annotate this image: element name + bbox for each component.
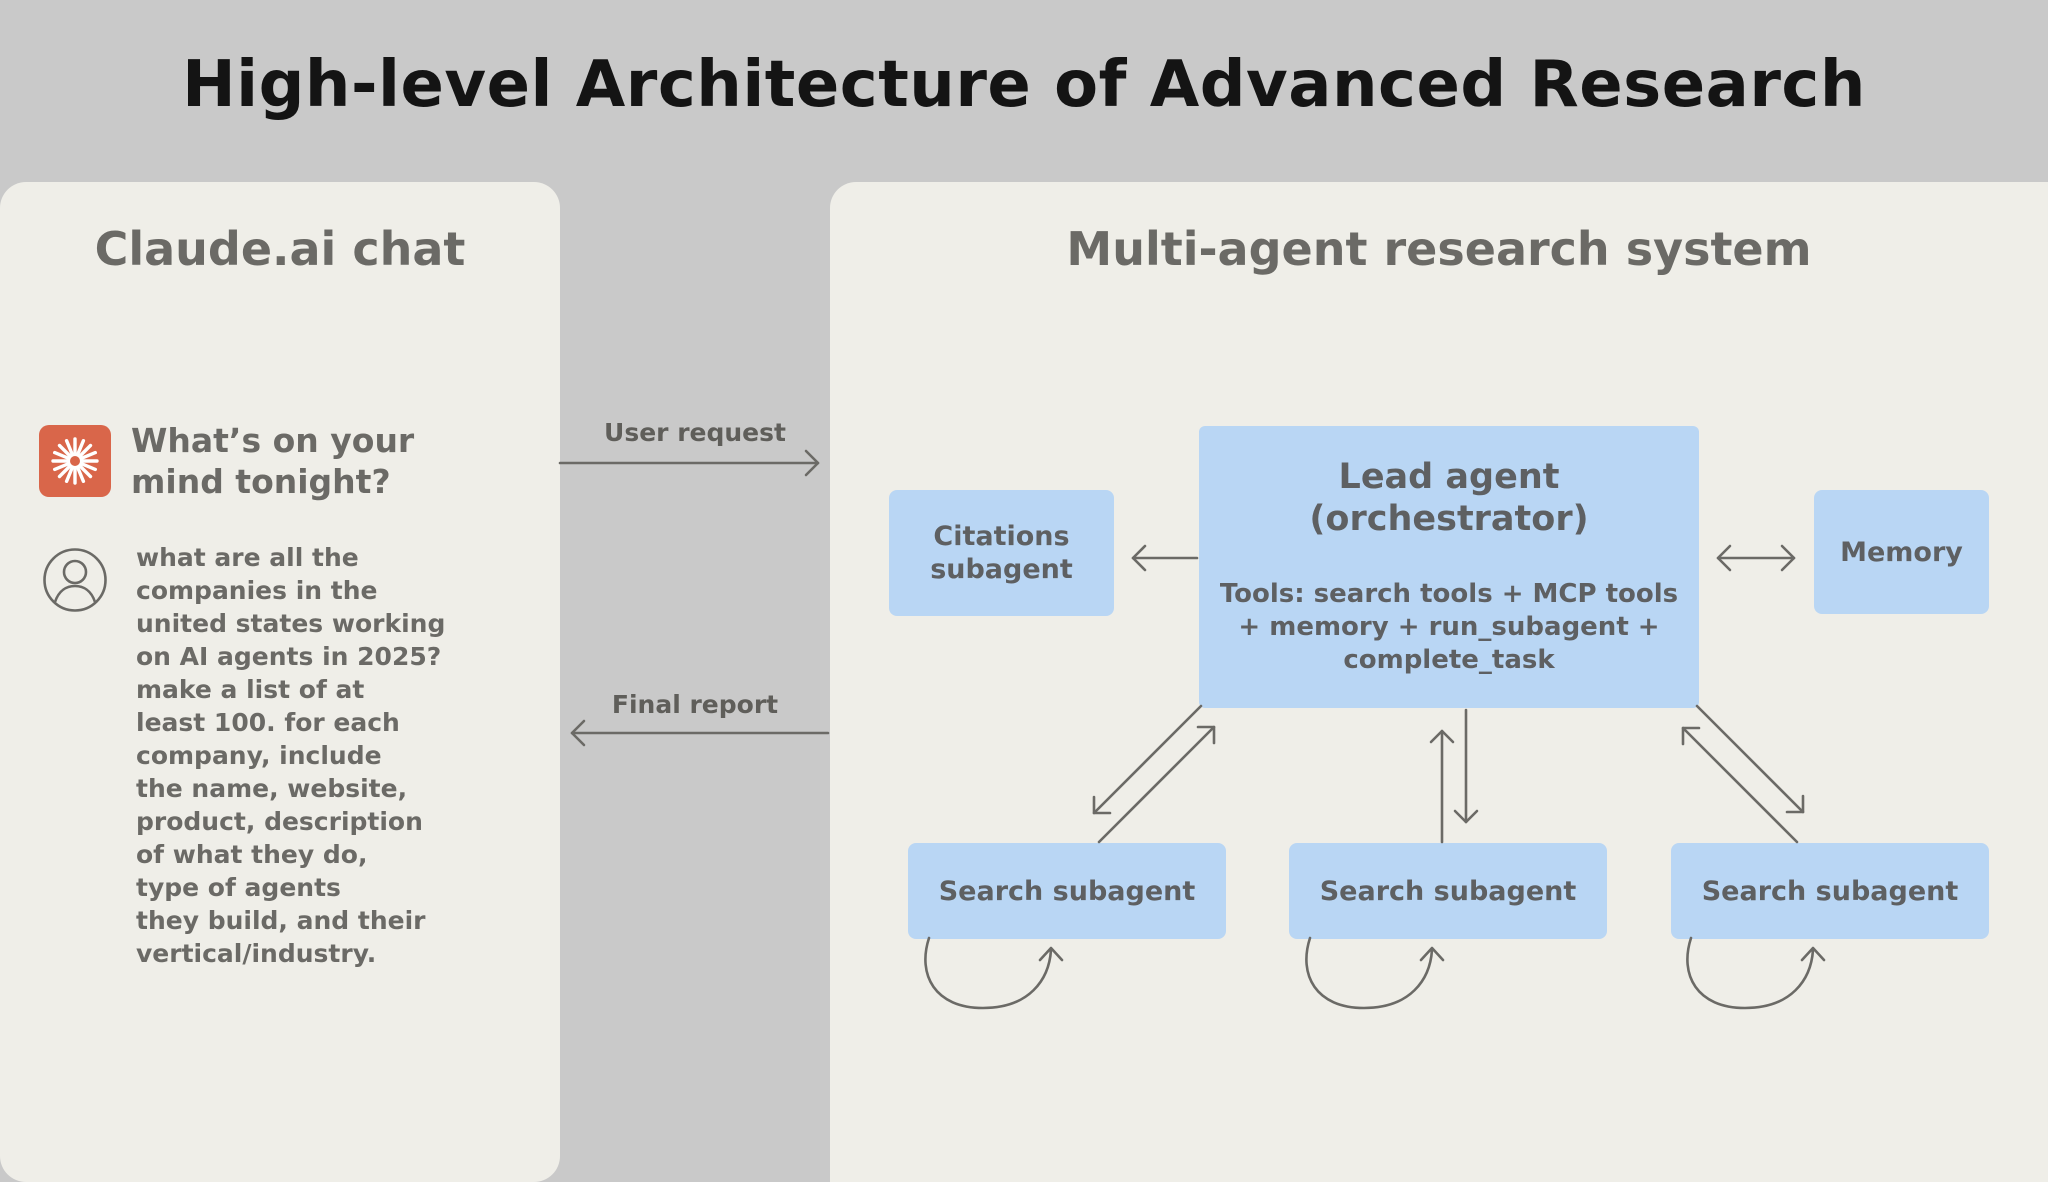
claude-starburst-icon bbox=[39, 425, 111, 497]
chat-prompt-heading: What’s on your mind tonight? bbox=[131, 421, 415, 501]
user-request-label: User request bbox=[604, 418, 786, 447]
claude-chat-title: Claude.ai chat bbox=[94, 222, 466, 276]
citations-subagent-node: Citations subagent bbox=[889, 490, 1114, 616]
multi-agent-panel: Multi-agent research system bbox=[830, 182, 2048, 1182]
claude-chat-panel: Claude.ai chat bbox=[0, 182, 560, 1182]
search1-loop-arrow bbox=[924, 936, 1064, 1010]
search-subagent-node-2: Search subagent bbox=[1289, 843, 1607, 939]
lead-agent-title: Lead agent (orchestrator) bbox=[1309, 457, 1589, 539]
page-title: High-level Architecture of Advanced Rese… bbox=[182, 48, 1866, 122]
lead-agent-tools: Tools: search tools + MCP tools + memory… bbox=[1219, 579, 1679, 675]
search-subagent-node-3: Search subagent bbox=[1671, 843, 1989, 939]
lead-search3-arrows bbox=[1681, 704, 1805, 844]
memory-node: Memory bbox=[1814, 490, 1989, 614]
multi-agent-title: Multi-agent research system bbox=[1066, 222, 1812, 276]
lead-memory-arrow bbox=[1716, 544, 1796, 572]
lead-search1-arrows bbox=[1092, 704, 1216, 844]
final-report-label: Final report bbox=[611, 690, 779, 719]
lead-search2-arrows bbox=[1429, 708, 1479, 844]
search-subagent-node-1: Search subagent bbox=[908, 843, 1226, 939]
lead-to-citations-arrow bbox=[1131, 544, 1199, 572]
lead-agent-node: Lead agent (orchestrator) Tools: search … bbox=[1199, 426, 1699, 708]
final-report-arrow bbox=[570, 719, 830, 747]
user-request-arrow bbox=[558, 449, 820, 477]
search2-loop-arrow bbox=[1305, 936, 1445, 1010]
search3-loop-arrow bbox=[1686, 936, 1826, 1010]
user-avatar-icon bbox=[42, 547, 108, 613]
diagram-arrows bbox=[558, 449, 1826, 1010]
user-message: what are all the companies in the united… bbox=[136, 543, 446, 968]
